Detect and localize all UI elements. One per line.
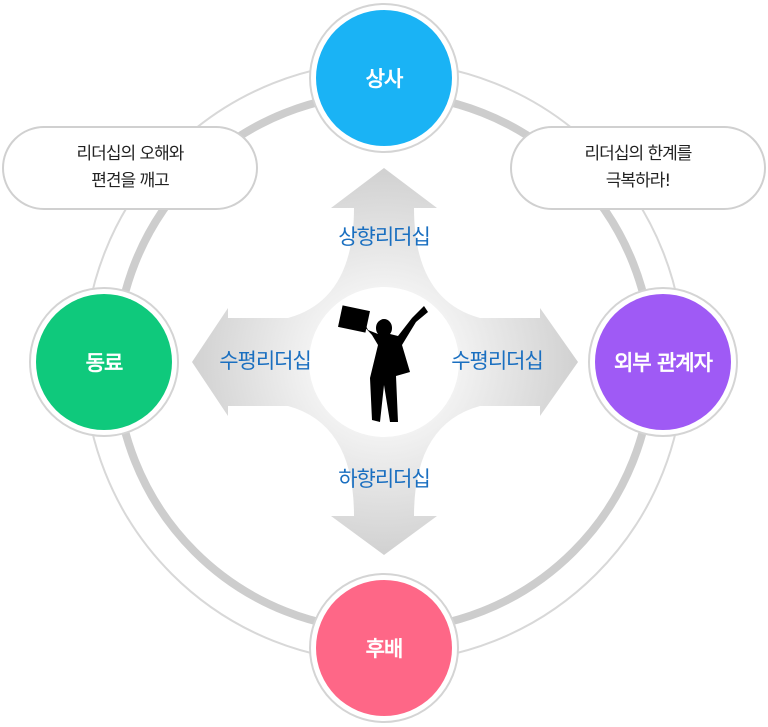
node-peer: 동료 (29, 287, 179, 437)
node-superior: 상사 (309, 3, 459, 153)
person-silhouette-icon (338, 305, 428, 422)
upward-leadership-label: 상향리더십 (338, 225, 431, 249)
downward-leadership-label: 하향리더십 (338, 467, 431, 491)
node-junior: 후배 (309, 573, 459, 723)
bubble-line: 편견을 깨고 (91, 171, 170, 191)
node-external-stakeholder: 외부 관계자 (588, 287, 738, 437)
bubble-line: 리더십의 오해와 (76, 144, 185, 164)
bubble-line: 극복하라! (605, 171, 671, 191)
node-junior-label: 후배 (316, 580, 452, 716)
node-superior-label: 상사 (316, 10, 452, 146)
node-peer-label: 동료 (36, 294, 172, 430)
horizontal-leadership-right-label: 수평리더십 (451, 349, 544, 373)
node-external-label: 외부 관계자 (595, 294, 731, 430)
bubble-line: 리더십의 한계를 (584, 144, 693, 164)
horizontal-leadership-left-label: 수평리더십 (219, 349, 312, 373)
